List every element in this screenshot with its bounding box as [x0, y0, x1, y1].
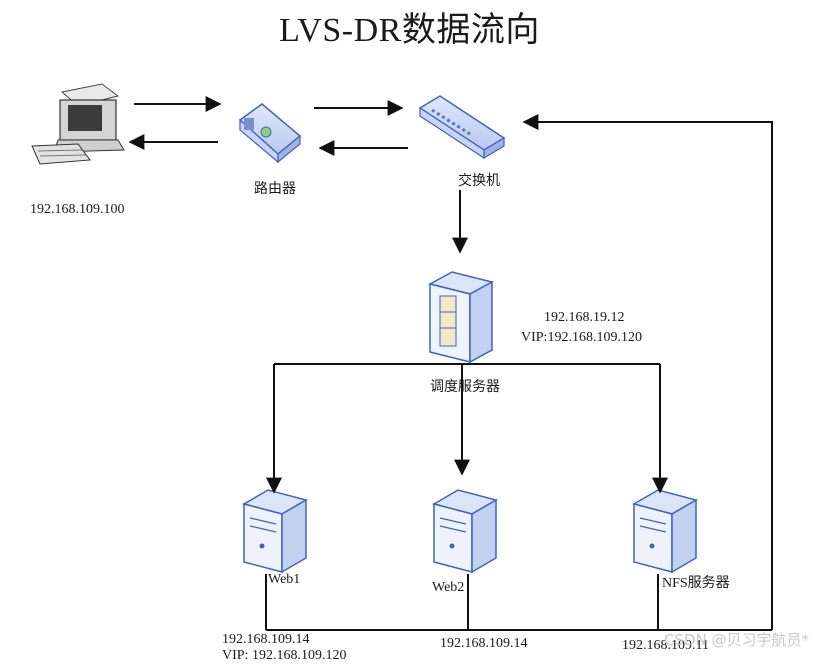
web2-label: Web2 — [432, 580, 465, 595]
web1-ip-label: 192.168.109.14 — [222, 632, 310, 647]
network-switch-icon — [418, 95, 506, 160]
router-label: 路由器 — [254, 182, 296, 197]
nfs-label: NFS服务器 — [662, 576, 730, 591]
web2-ip-label: 192.168.109.14 — [440, 636, 528, 651]
desktop-computer-icon — [31, 83, 125, 165]
router-icon — [238, 103, 302, 164]
web1-vip-label: VIP: 192.168.109.120 — [222, 648, 347, 663]
director-vip-label: VIP:192.168.109.120 — [521, 330, 642, 345]
client-ip-label: 192.168.109.100 — [30, 202, 125, 217]
server-tower-icon-web2 — [432, 489, 498, 574]
server-cabinet-icon — [427, 271, 495, 364]
switch-label: 交换机 — [458, 174, 500, 189]
arrow-return-to-switch — [522, 114, 773, 630]
server-tower-icon-web1 — [242, 489, 308, 574]
server-tower-icon-nfs — [632, 489, 698, 574]
director-label: 调度服务器 — [430, 380, 500, 395]
web1-label: Web1 — [268, 572, 301, 587]
diagram-title: LVS-DR数据流向 — [279, 12, 540, 49]
nfs-ip-label: 192.168.109.11 — [622, 638, 709, 653]
director-ip-label: 192.168.19.12 — [544, 310, 625, 325]
watermark-text: CSDN @贝习宇航员* — [663, 631, 809, 649]
